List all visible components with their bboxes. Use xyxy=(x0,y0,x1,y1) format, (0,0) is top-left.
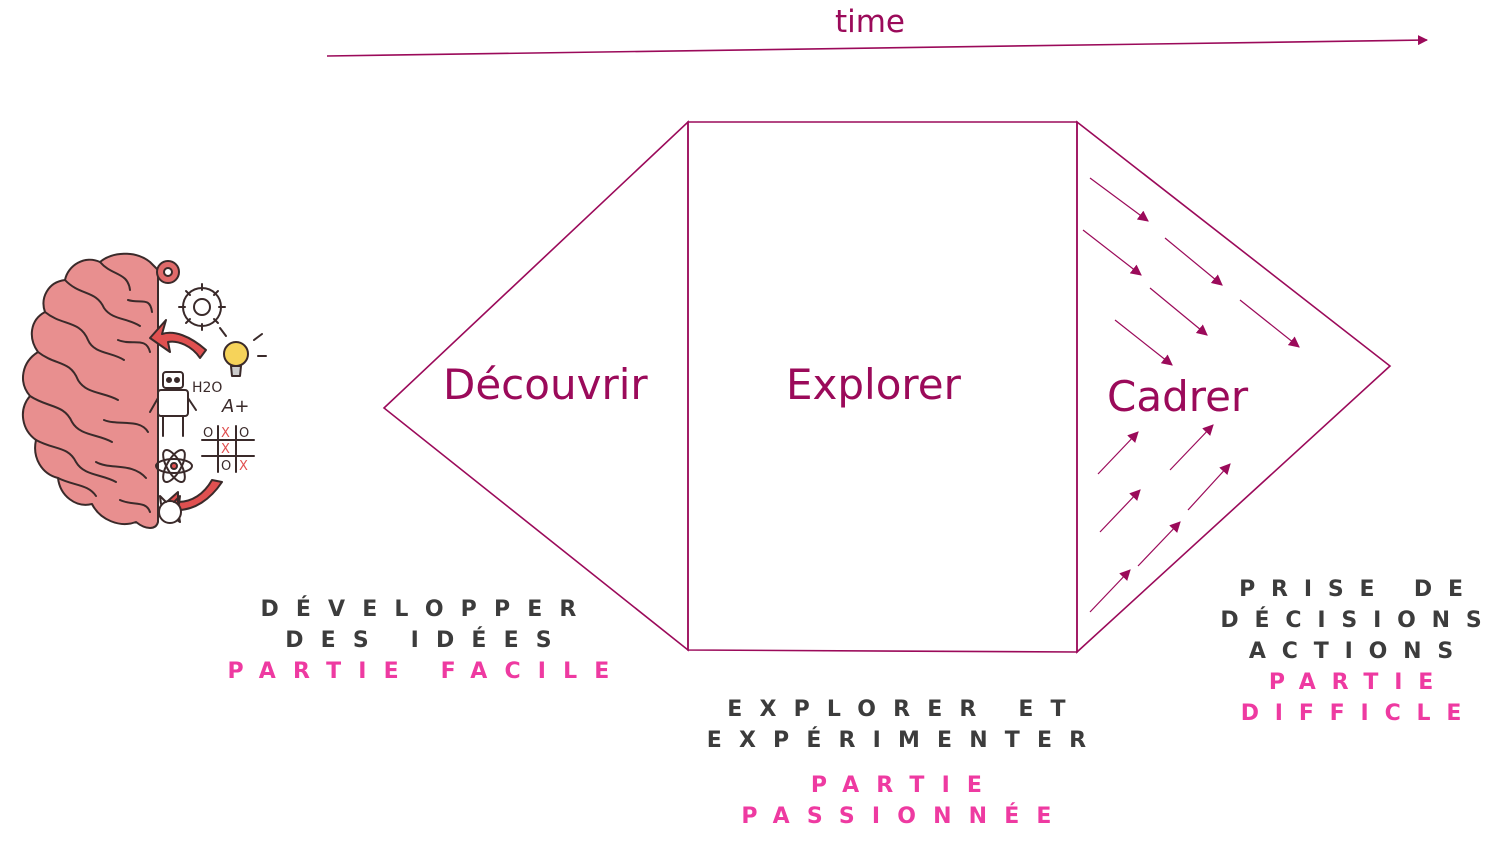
process-shapes xyxy=(382,120,1392,654)
caption-line: DÉVELOPPER xyxy=(260,597,594,622)
caption-explore: EXPLORER ET EXPÉRIMENTER PARTIE PASSIONN… xyxy=(680,694,1130,832)
caption-line: EXPÉRIMENTER xyxy=(706,728,1104,753)
caption-highlight: PARTIE xyxy=(810,773,1000,798)
convergence-arrows xyxy=(1082,177,1300,613)
phase-title-discover: Découvrir xyxy=(443,360,648,409)
caption-highlight: PARTIE xyxy=(1268,670,1450,695)
svg-text:X: X xyxy=(221,426,230,441)
phase-title-frame: Cadrer xyxy=(1107,372,1249,421)
timeline-label: time xyxy=(834,4,906,40)
caption-line: DÉCISIONS xyxy=(1220,608,1498,633)
svg-text:X: X xyxy=(239,459,248,474)
caption-highlight: DIFFICLE xyxy=(1240,701,1478,726)
svg-text:X: X xyxy=(221,442,230,457)
svg-text:O: O xyxy=(221,459,231,474)
brain-icon: H2O A+ O X O X O X xyxy=(21,252,267,529)
caption-highlight: PARTIE FACILE xyxy=(227,659,627,684)
phase-title-explore: Explorer xyxy=(786,360,961,409)
caption-line: DES IDÉES xyxy=(285,628,569,653)
caption-line: ACTIONS xyxy=(1248,639,1470,664)
svg-text:A+: A+ xyxy=(221,396,249,417)
caption-line: EXPLORER ET xyxy=(727,697,1083,722)
svg-text:O: O xyxy=(203,426,213,441)
timeline-arrow xyxy=(326,35,1428,57)
caption-discover: DÉVELOPPER DES IDÉES PARTIE FACILE xyxy=(212,594,642,687)
caption-frame: PRISE DE DÉCISIONS ACTIONS PARTIE DIFFIC… xyxy=(1212,574,1506,729)
frame-shape xyxy=(1076,120,1392,654)
svg-text:H2O: H2O xyxy=(192,380,222,396)
caption-line: PRISE DE xyxy=(1239,577,1479,602)
caption-highlight: PASSIONNÉE xyxy=(741,804,1069,829)
svg-text:O: O xyxy=(239,426,249,441)
